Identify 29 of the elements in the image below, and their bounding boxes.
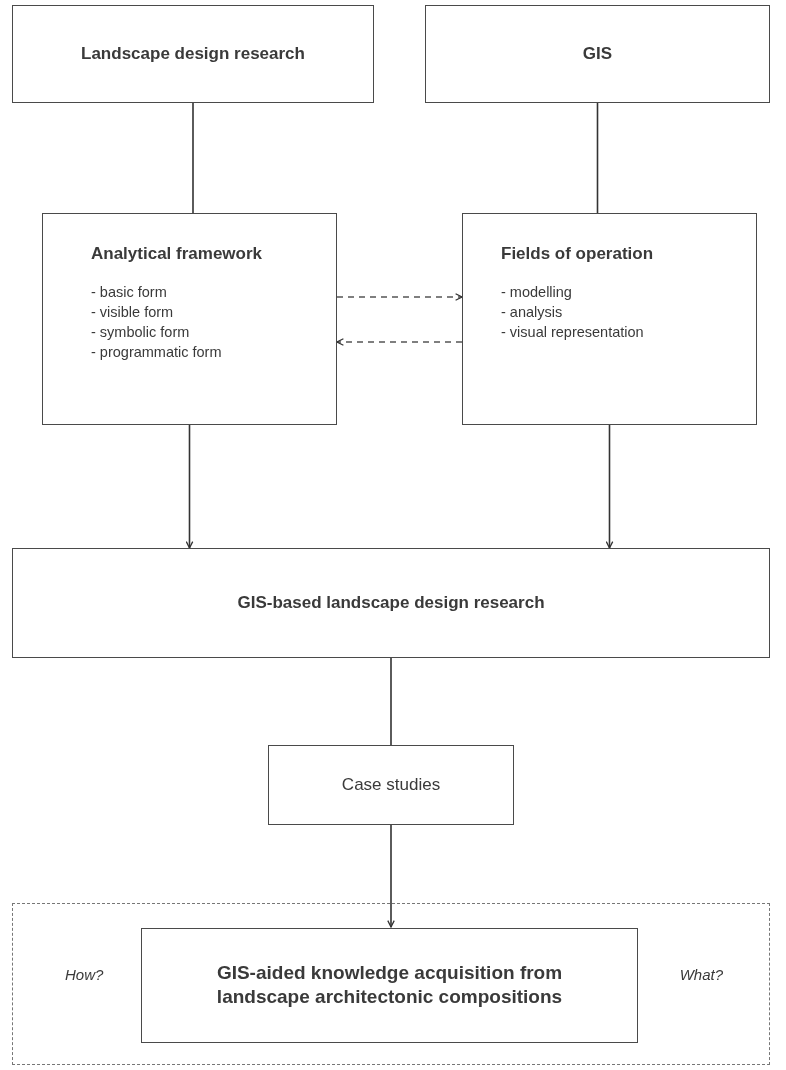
arrow — [336, 293, 463, 301]
process-box — [425, 5, 770, 103]
arrow — [605, 424, 614, 549]
box-label: GIS-based landscape design research — [236, 591, 546, 614]
question-label: How? — [65, 966, 104, 983]
box-label: Case studies — [340, 773, 442, 796]
box-heading: Fields of operation — [501, 244, 654, 264]
box-label: Landscape design research — [80, 42, 306, 65]
process-box — [12, 5, 374, 103]
process-box — [268, 745, 514, 825]
list-item: - basic form — [91, 284, 167, 300]
dashed-region — [12, 903, 770, 1065]
process-box — [141, 928, 638, 1043]
box-heading: Analytical framework — [91, 244, 262, 264]
list-item: - visual representation — [501, 324, 644, 340]
process-box — [12, 548, 770, 658]
list-item: - symbolic form — [91, 324, 190, 340]
list-item: - programmatic form — [91, 344, 222, 360]
process-box — [462, 213, 757, 425]
question-label: What? — [679, 966, 723, 983]
list-item: - analysis — [501, 304, 563, 320]
list-item: - modelling — [501, 284, 572, 300]
box-label: GIS — [581, 42, 614, 65]
arrow — [336, 338, 463, 346]
list-item: - visible form — [91, 304, 174, 320]
process-box — [42, 213, 337, 425]
arrow — [185, 424, 194, 549]
box-label: GIS-aided knowledge acquisition from landscape architectonic compositions — [215, 960, 564, 1010]
arrow — [387, 824, 395, 928]
